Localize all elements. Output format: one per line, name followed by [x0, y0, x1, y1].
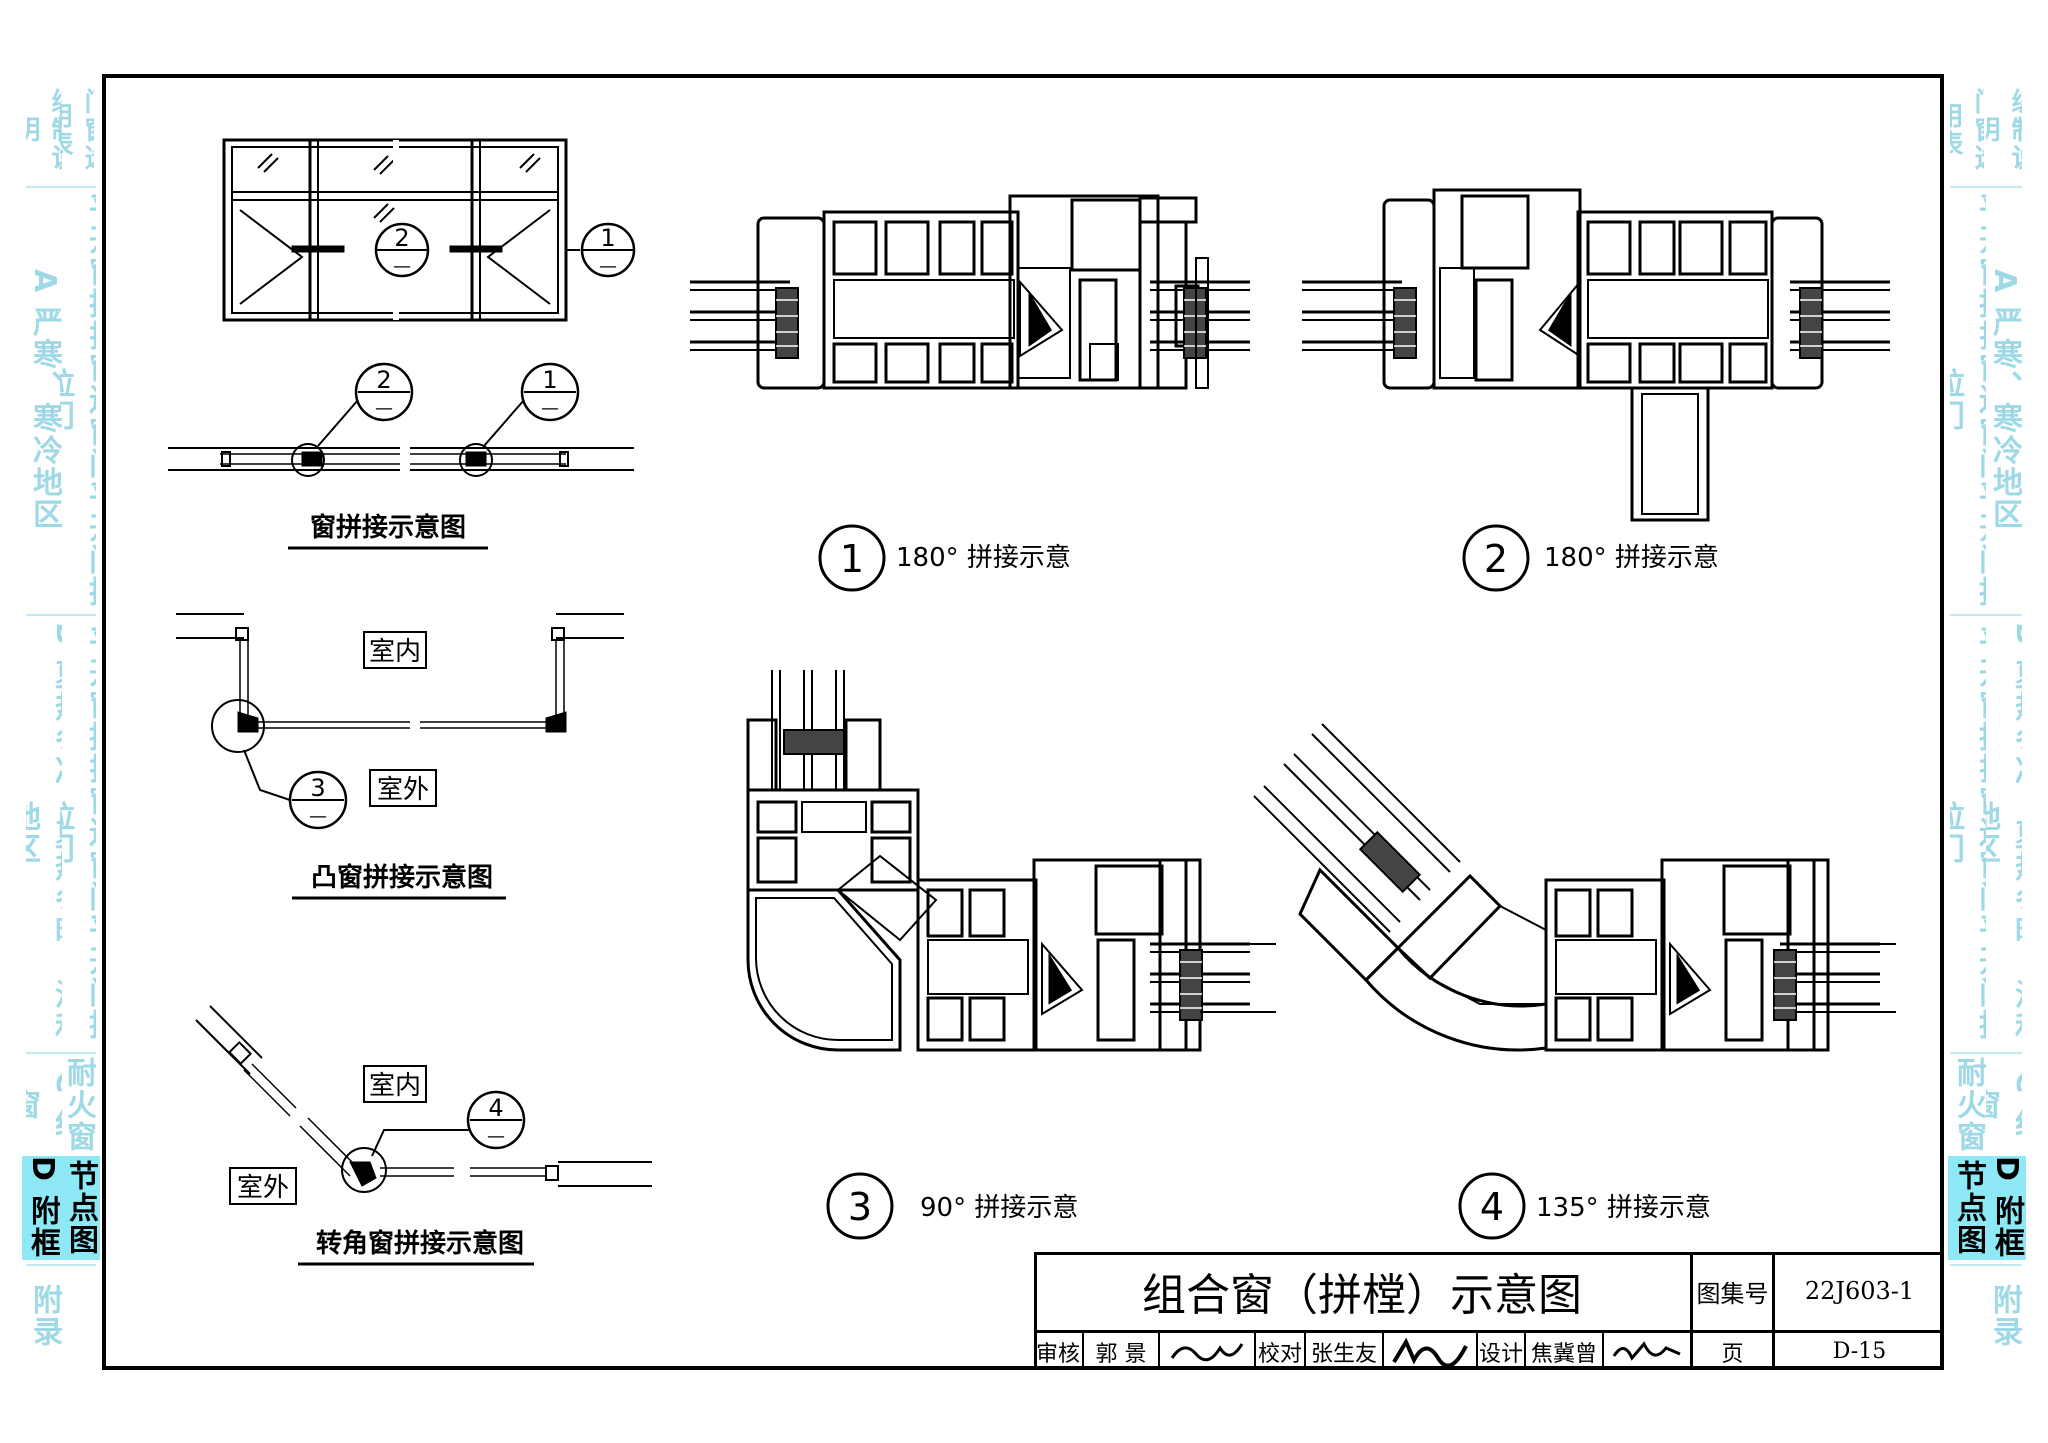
tab-divider — [1950, 186, 2022, 188]
window-joint-title: 窗拼接示意图 — [310, 512, 466, 543]
tab-left-inner-0[interactable]: 门窗选用表 — [60, 88, 94, 172]
tab-left-inner-2[interactable]: 平开窗推拉窗连窗门平开门推拉门 — [60, 625, 96, 1041]
detail-3-section — [746, 670, 1276, 1052]
bay-outdoor-label: 室外 — [377, 775, 429, 805]
tab-right-inner-0[interactable]: 门窗选用表 — [1950, 88, 1984, 172]
drawing-frame — [102, 74, 1944, 1370]
callout-1b-dash: — — [541, 398, 559, 419]
detail-2-caption: 180° 拼接示意 — [1544, 543, 1719, 573]
callout-1-dash: — — [599, 256, 617, 277]
detail-1-section — [688, 194, 1252, 390]
corner-indoor-label: 室内 — [369, 1071, 421, 1101]
tab-left-outer-1[interactable]: A 严寒、寒冷地区 — [27, 269, 62, 531]
callout-2b-dash: — — [375, 398, 393, 419]
detail-1-badge — [818, 524, 886, 592]
detail-2-section — [1300, 188, 1892, 522]
title-block-divider — [1602, 1330, 1604, 1370]
title-block-divider — [1772, 1252, 1775, 1370]
callout-1-number: 1 — [600, 224, 615, 252]
reviewer-signature — [1170, 1343, 1244, 1362]
title-block-divider — [1690, 1252, 1693, 1370]
tab-divider — [1950, 1264, 2022, 1266]
corner-window-title: 转角窗拼接示意图 — [316, 1228, 524, 1259]
tab-right-inner-4[interactable]: 节点图 — [1948, 1156, 1988, 1260]
title-block-divider — [1304, 1330, 1306, 1370]
tab-divider — [26, 1264, 96, 1266]
bay-window-plan — [176, 613, 624, 830]
tab-left-outer-5[interactable]: 附录 — [27, 1284, 62, 1348]
page-number: D-15 — [1832, 1339, 1887, 1364]
detail-4-number: 4 — [1480, 1185, 1504, 1229]
page-label: 页 — [1721, 1341, 1744, 1367]
tab-right-inner-2[interactable]: 平开窗推拉窗连窗门平开门推拉门 — [1950, 625, 1986, 1041]
detail-4-caption: 135° 拼接示意 — [1536, 1193, 1711, 1223]
designer-name: 焦冀曾 — [1530, 1341, 1597, 1367]
callout-4-dash: — — [487, 1126, 505, 1147]
atlas-no-value: 22J603-1 — [1804, 1277, 1915, 1305]
detail-3-number: 3 — [848, 1185, 872, 1229]
tab-divider — [1950, 1052, 2022, 1054]
designer-signature — [1612, 1341, 1681, 1361]
detail-2-number: 2 — [1484, 537, 1508, 581]
title-block-divider — [1476, 1330, 1478, 1370]
callout-3-number: 3 — [310, 774, 325, 802]
tab-left-inner-3[interactable]: 耐火窗 — [61, 1057, 96, 1153]
tab-right-outer-0[interactable]: 编制说明 — [1986, 88, 2022, 172]
tab-left-inner-1[interactable]: 平开窗推拉窗连窗门平开门推拉门 — [60, 192, 96, 608]
tab-left-outer-2[interactable]: B 夏热冬冷、夏热冬暖、温和地区 — [26, 622, 62, 1044]
tab-right-outer-2[interactable]: B 夏热冬冷、夏热冬暖、温和地区 — [1986, 622, 2022, 1044]
callout-2-dash: — — [393, 256, 411, 277]
checker-signature — [1392, 1337, 1468, 1368]
tab-divider — [26, 1052, 96, 1054]
tab-right-inner-3[interactable]: 耐火窗 — [1951, 1057, 1986, 1153]
tab-right-outer-1[interactable]: A 严寒、寒冷地区 — [1987, 269, 2022, 531]
reviewer-name: 郭 景 — [1095, 1341, 1147, 1367]
tab-right-outer-5[interactable]: 附录 — [1987, 1284, 2022, 1348]
window-joint-plan — [168, 362, 634, 477]
title-block-divider — [1158, 1330, 1160, 1370]
callout-2-number: 2 — [394, 224, 409, 252]
callout-3-dash: — — [309, 806, 327, 827]
bay-window-title: 凸窗拼接示意图 — [311, 862, 493, 893]
checker-name: 张生友 — [1310, 1341, 1377, 1367]
window-elevation — [222, 138, 636, 322]
tab-left-inner-4[interactable]: 节点图 — [60, 1156, 100, 1260]
tab-left-outer-3[interactable]: C 纱窗 — [26, 1070, 62, 1140]
detail-1-number: 1 — [840, 537, 864, 581]
design-label: 设计 — [1478, 1341, 1523, 1367]
callout-1b-number: 1 — [542, 366, 557, 394]
title-block-divider — [1254, 1330, 1256, 1370]
bay-indoor-label: 室内 — [369, 637, 421, 667]
detail-4-badge — [1458, 1172, 1526, 1240]
title-block-divider — [1034, 1330, 1944, 1333]
check-label: 校对 — [1257, 1341, 1302, 1367]
tab-right-inner-1[interactable]: 平开窗推拉窗连窗门平开门推拉门 — [1950, 192, 1986, 608]
corner-outdoor-label: 室外 — [237, 1173, 289, 1203]
tab-right-outer-4[interactable]: D 附框 — [1986, 1156, 2026, 1260]
title-block-divider — [1382, 1330, 1384, 1370]
title-block-divider — [1524, 1330, 1526, 1370]
tab-left-outer-4[interactable]: D 附框 — [22, 1156, 62, 1260]
callout-4-number: 4 — [488, 1094, 503, 1122]
tab-right-outer-3[interactable]: C 纱窗 — [1986, 1070, 2022, 1140]
review-label: 审核 — [1035, 1341, 1080, 1367]
title-block-frame — [1034, 1252, 1944, 1370]
detail-4-section — [1253, 723, 1896, 1052]
title-block-divider — [1082, 1330, 1084, 1370]
detail-3-badge — [826, 1172, 894, 1240]
detail-3-caption: 90° 拼接示意 — [920, 1193, 1078, 1223]
atlas-no-label: 图集号 — [1696, 1279, 1769, 1308]
tab-divider — [1950, 614, 2022, 616]
tab-left-outer-0[interactable]: 编制说明 — [26, 88, 62, 172]
drawing-title: 组合窗（拼樘）示意图 — [1142, 1270, 1582, 1321]
tab-divider — [26, 186, 96, 188]
corner-window-plan — [195, 1005, 652, 1205]
detail-1-caption: 180° 拼接示意 — [896, 543, 1071, 573]
callout-2b-number: 2 — [376, 366, 391, 394]
detail-2-badge — [1462, 524, 1530, 592]
tab-divider — [26, 614, 96, 616]
